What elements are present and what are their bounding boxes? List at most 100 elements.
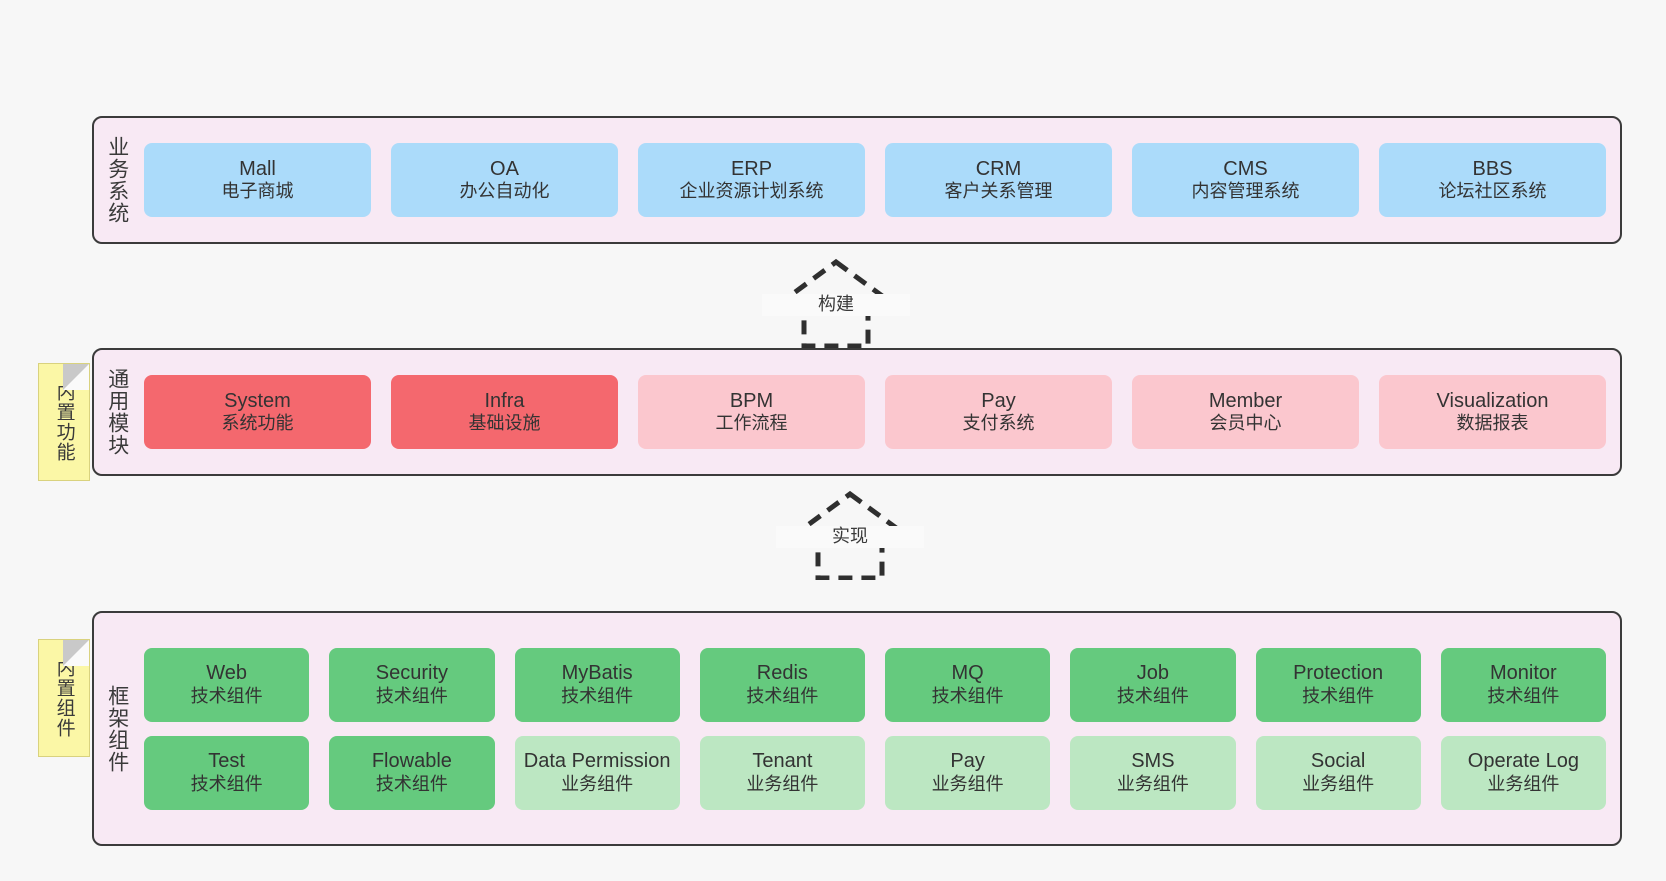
cell-subtitle: 技术组件: [1302, 685, 1375, 706]
connector-implement: 实现: [776, 490, 924, 580]
cell-title: ERP: [730, 157, 773, 180]
cell-title: MQ: [951, 662, 984, 685]
cell-title: Tenant: [752, 750, 813, 773]
cell-subtitle: 技术组件: [561, 685, 634, 706]
cell-subtitle: 技术组件: [931, 685, 1004, 706]
connector-build: 构建: [762, 258, 910, 348]
cell-title: Operate Log: [1467, 750, 1579, 773]
note-builtin-functions-text: 内置功能: [53, 382, 75, 462]
cell-subtitle: 技术组件: [1116, 685, 1189, 706]
cell-title: System: [224, 389, 291, 412]
cell-title: Flowable: [371, 750, 452, 773]
note-builtin-components: 内置组件: [38, 639, 90, 757]
cell-subtitle: 业务组件: [931, 773, 1004, 794]
cell-title: Social: [1310, 750, 1366, 773]
cell-title: Web: [206, 662, 247, 685]
cell-subtitle: 业务组件: [1116, 773, 1189, 794]
cell-subtitle: 基础设施: [468, 413, 541, 434]
cell-subtitle: 工作流程: [715, 413, 788, 434]
layer-business-systems-label: 业务系统: [105, 136, 129, 224]
cell-subtitle: 技术组件: [190, 773, 263, 794]
cell-title: Data Permission: [523, 750, 671, 773]
cell-title: Protection: [1293, 662, 1384, 685]
layer-framework-components-label: 框架组件: [105, 684, 129, 773]
cell-title: CMS: [1223, 157, 1268, 180]
cell-title: Pay: [981, 389, 1016, 412]
cell-subtitle: 企业资源计划系统: [679, 181, 824, 202]
cell-subtitle: 技术组件: [375, 685, 448, 706]
layer-common-modules-label: 通用模块: [105, 368, 129, 456]
cell-title: BPM: [729, 389, 774, 412]
cell-subtitle: 支付系统: [962, 413, 1035, 434]
cell-subtitle: 系统功能: [221, 413, 294, 434]
cell-subtitle: 技术组件: [375, 773, 448, 794]
cell-title: SMS: [1131, 750, 1175, 773]
cell-title: Visualization: [1436, 389, 1549, 412]
cell-title: OA: [490, 157, 519, 180]
cell-title: BBS: [1472, 157, 1513, 180]
cell-title: Test: [208, 750, 245, 773]
cell-subtitle: 技术组件: [190, 685, 263, 706]
cell-subtitle: 内容管理系统: [1191, 181, 1300, 202]
note-builtin-functions: 内置功能: [38, 363, 90, 481]
cell-subtitle: 业务组件: [561, 773, 634, 794]
cell-title: CRM: [975, 157, 1022, 180]
cell-title: Pay: [950, 750, 985, 773]
cell-subtitle: 客户关系管理: [944, 181, 1053, 202]
cell-subtitle: 业务组件: [1487, 773, 1560, 794]
cell-subtitle: 会员中心: [1209, 413, 1282, 434]
cell-title: Infra: [484, 389, 525, 412]
cell-title: Mall: [239, 157, 276, 180]
note-builtin-components-text: 内置组件: [53, 658, 75, 738]
cell-title: Member: [1208, 389, 1283, 412]
cell-title: Monitor: [1490, 662, 1557, 685]
cell-subtitle: 技术组件: [1487, 685, 1560, 706]
cell-title: Redis: [756, 662, 808, 685]
cell-subtitle: 办公自动化: [459, 181, 550, 202]
cell-subtitle: 业务组件: [1302, 773, 1375, 794]
cell-subtitle: 技术组件: [746, 685, 819, 706]
cell-title: Job: [1136, 662, 1169, 685]
cell-subtitle: 电子商城: [221, 181, 294, 202]
cell-subtitle: 论坛社区系统: [1438, 181, 1547, 202]
